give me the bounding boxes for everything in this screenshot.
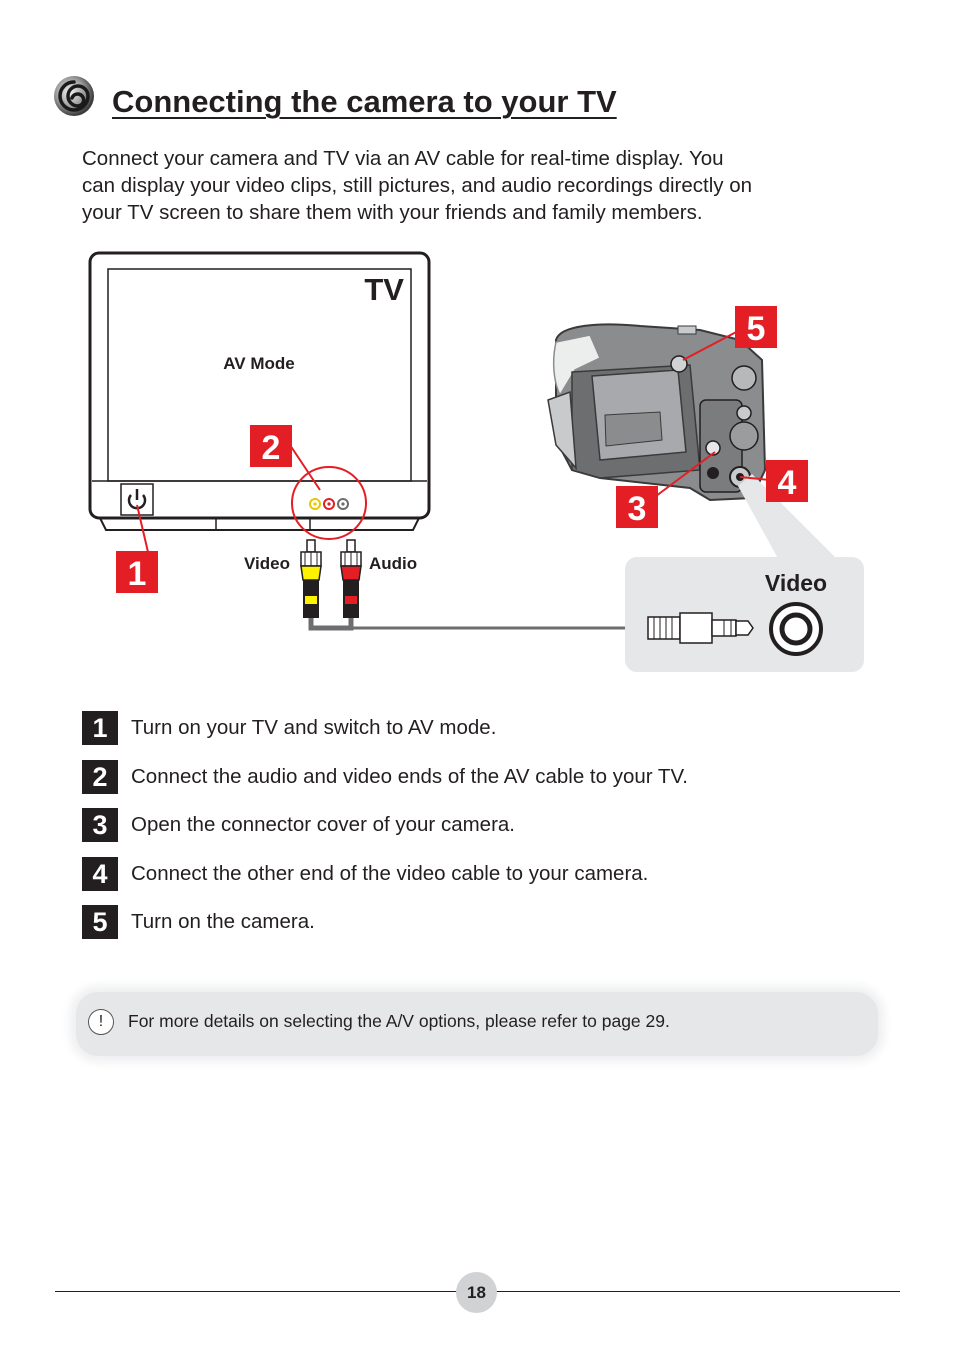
step-5: 5 Turn on the camera.: [82, 905, 315, 939]
callout-3: 3: [616, 486, 658, 528]
step-4: 4 Connect the other end of the video cab…: [82, 857, 648, 891]
step-text: Connect the audio and video ends of the …: [131, 765, 688, 788]
jack-box-label: Video: [765, 570, 827, 596]
svg-text:5: 5: [747, 310, 766, 348]
callout-5: 5: [735, 306, 777, 348]
step-text: Turn on your TV and switch to AV mode.: [131, 716, 497, 739]
intro-line: your TV screen to share them with your f…: [82, 201, 703, 224]
callout-4: 4: [766, 460, 808, 502]
step-number: 5: [82, 905, 118, 939]
step-number: 2: [82, 760, 118, 794]
swirl-icon: [54, 76, 94, 116]
step-text: Connect the other end of the video cable…: [131, 862, 649, 885]
callout-1: 1: [116, 551, 158, 593]
rca-cable: Video Audio: [244, 539, 648, 631]
step-number: 4: [82, 857, 118, 891]
video-jack-inset: Video: [625, 474, 864, 672]
intro-line: Connect your camera and TV via an AV cab…: [82, 147, 724, 170]
intro-paragraph: Connect your camera and TV via an AV cab…: [82, 145, 842, 226]
svg-text:1: 1: [128, 555, 147, 593]
camera-illustration: [547, 323, 767, 502]
note-box: [76, 992, 878, 1056]
callout-2: 2: [250, 425, 292, 467]
connection-diagram: TV AV Mode Video Audio: [88, 251, 864, 672]
tv-av-jacks: [291, 466, 367, 540]
svg-text:4: 4: [778, 464, 797, 502]
step-number: 3: [82, 808, 118, 842]
exclamation-icon: !: [88, 1009, 114, 1035]
svg-text:2: 2: [262, 429, 281, 467]
video-plug-label: Video: [244, 554, 290, 573]
svg-text:3: 3: [628, 490, 647, 528]
tv-label: TV: [364, 272, 404, 307]
note-text: For more details on selecting the A/V op…: [128, 1011, 670, 1031]
page-title: Connecting the camera to your TV: [112, 84, 617, 119]
step-text: Open the connector cover of your camera.: [131, 813, 516, 836]
step-number: 1: [82, 711, 118, 745]
av-mode-text: AV Mode: [223, 354, 294, 373]
tv-illustration: TV AV Mode: [88, 251, 431, 540]
step-3: 3 Open the connector cover of your camer…: [82, 808, 515, 842]
step-1: 1 Turn on your TV and switch to AV mode.: [82, 711, 496, 745]
page-number: 18: [456, 1272, 497, 1313]
intro-line: can display your video clips, still pict…: [82, 174, 753, 197]
step-text: Turn on the camera.: [131, 910, 315, 933]
audio-plug-label: Audio: [369, 554, 417, 573]
step-2: 2 Connect the audio and video ends of th…: [82, 760, 688, 794]
